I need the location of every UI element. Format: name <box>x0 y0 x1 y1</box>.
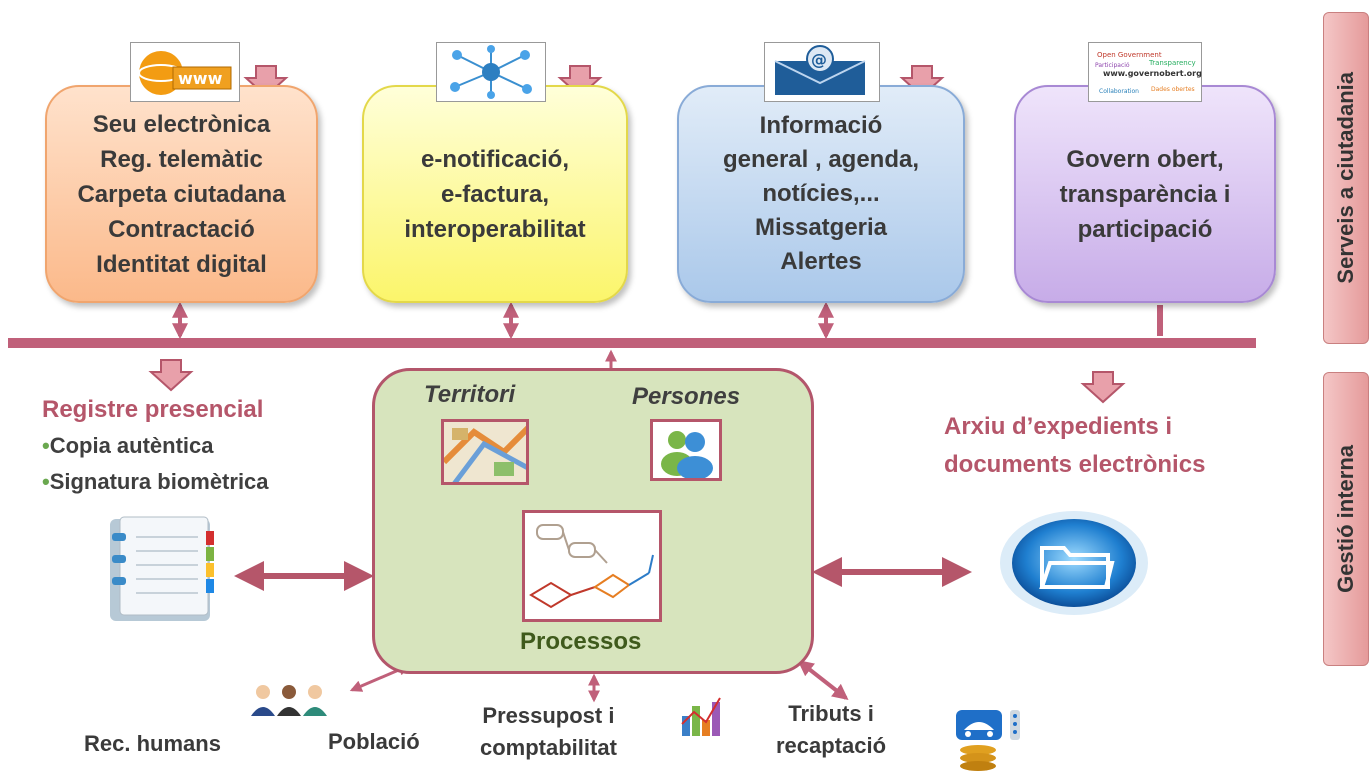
tab-serveis-label: Serveis a ciutadania <box>1333 72 1358 284</box>
pressupost-line-1: Pressupost i <box>482 703 615 728</box>
governobert-url: www.governobert.org <box>1103 69 1202 78</box>
svg-text:Participació: Participació <box>1095 62 1130 69</box>
svg-text:Collaboration: Collaboration <box>1099 88 1139 95</box>
tab-gestio-label: Gestió interna <box>1333 445 1358 593</box>
word-cloud-icon: Open Government Transparency Participaci… <box>1088 42 1202 102</box>
tributs-label: Tributs i recaptació <box>776 698 886 762</box>
tab-serveis-ciutadania: Serveis a ciutadania <box>1323 12 1369 344</box>
www-globe-icon: www <box>130 42 240 102</box>
svg-text:Transparency: Transparency <box>1148 59 1196 67</box>
copia-autentica-label: Copia autèntica <box>49 433 214 458</box>
pressupost-line-2: comptabilitat <box>480 735 617 760</box>
box3-line-2: general , agenda, <box>722 146 920 173</box>
box3-line-1: Informació <box>759 112 883 139</box>
tab-gestio-interna: Gestió interna <box>1323 372 1369 666</box>
box-e-notificacio: e-notificació, e-factura, interoperabili… <box>362 85 628 303</box>
folder-icon <box>998 508 1150 623</box>
box3-line-4: Missatgeria <box>754 214 888 241</box>
svg-text:Open Government: Open Government <box>1097 51 1162 59</box>
svg-text:www: www <box>178 69 223 88</box>
box2-line-3: interoperabilitat <box>404 215 586 243</box>
arxiu-title: Arxiu d’expedients i documents electròni… <box>944 408 1205 484</box>
box1-line-4: Contractació <box>108 215 255 243</box>
email-icon: @ <box>764 42 880 102</box>
main-bus-bar <box>8 338 1256 348</box>
network-icon <box>436 42 546 102</box>
box-informacio: Informació general , agenda, notícies,..… <box>677 85 965 303</box>
persones-label: Persones <box>632 383 741 410</box>
down-arrow-right <box>1080 371 1126 404</box>
territori-map-icon <box>441 419 529 485</box>
box3-line-3: notícies,... <box>762 180 880 207</box>
box-govern-obert: Govern obert, transparència i participac… <box>1014 85 1276 303</box>
box1-line-1: Seu electrònica <box>92 110 271 138</box>
box-seu-electronica: Seu electrònica Reg. telemàtic Carpeta c… <box>45 85 318 303</box>
svg-text:@: @ <box>811 50 827 69</box>
bar-chart-icon <box>680 694 722 743</box>
processos-flowchart-icon <box>522 510 662 622</box>
box2-line-1: e-notificació, <box>420 145 570 173</box>
down-arrow-left <box>148 359 194 392</box>
box1-line-2: Reg. telemàtic <box>100 145 263 173</box>
tributs-arrow <box>797 660 849 700</box>
bullet: • <box>42 433 50 458</box>
box1-line-5: Identitat digital <box>96 250 267 278</box>
arxiu-line-1: Arxiu d’expedients i <box>944 413 1173 440</box>
box4-line-3: participació <box>1077 215 1213 243</box>
arxiu-line-2: documents electrònics <box>944 451 1206 478</box>
persones-users-icon <box>650 419 722 481</box>
box1-line-3: Carpeta ciutadana <box>77 180 286 208</box>
rec-humans-label: Rec. humans <box>84 731 221 756</box>
tributs-line-1: Tributs i <box>788 701 874 726</box>
tributs-line-2: recaptació <box>776 733 887 758</box>
copia-autentica-item: •Copia autèntica <box>42 433 214 459</box>
box4-line-2: transparència i <box>1059 180 1231 208</box>
svg-text:Dades obertes: Dades obertes <box>1151 86 1195 93</box>
address-book-icon <box>102 515 218 630</box>
box2-line-2: e-factura, <box>440 180 550 208</box>
rec-humans-people-icon <box>247 680 333 720</box>
car-coins-icon <box>952 706 1028 777</box>
box4-line-1: Govern obert, <box>1066 145 1224 173</box>
bullet: • <box>42 469 50 494</box>
signatura-label: Signatura biomètrica <box>49 469 269 494</box>
territori-label: Territori <box>424 381 516 408</box>
pressupost-label: Pressupost i comptabilitat <box>480 700 617 764</box>
signatura-item: •Signatura biomètrica <box>42 469 269 495</box>
registre-presencial-title: Registre presencial <box>42 396 264 423</box>
poblacio-label: Població <box>328 729 420 754</box>
processos-label: Processos <box>520 628 642 655</box>
box3-line-5: Alertes <box>780 248 862 275</box>
